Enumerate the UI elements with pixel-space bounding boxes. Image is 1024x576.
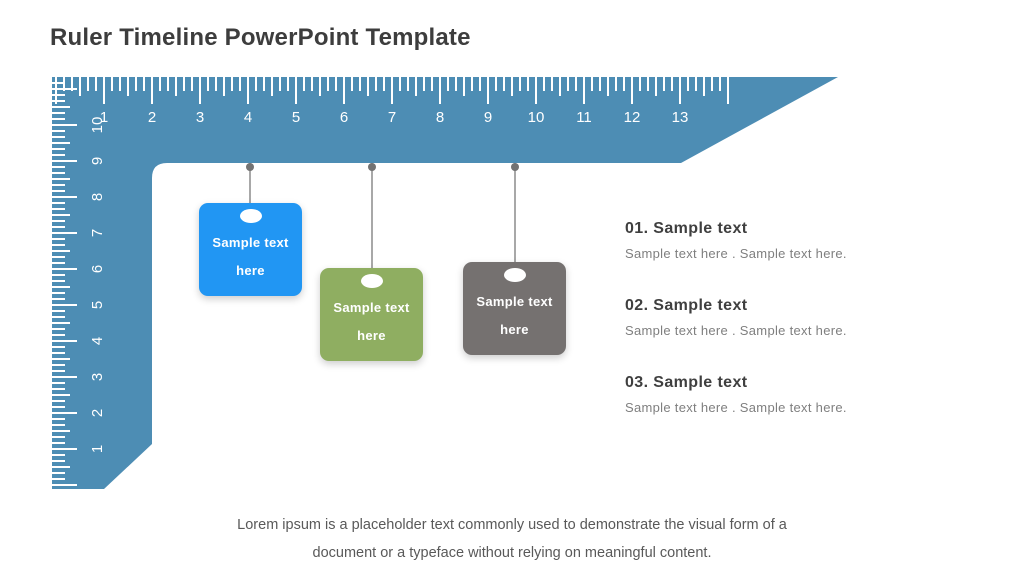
svg-text:12: 12	[624, 109, 641, 126]
timeline-item-3: 03. Sample text Sample text here . Sampl…	[625, 374, 847, 415]
item-description: Sample text here . Sample text here.	[625, 400, 847, 415]
tag-label: Sample text here	[463, 288, 566, 344]
svg-text:3: 3	[196, 109, 204, 126]
tag-label-line1: Sample text	[333, 300, 410, 315]
svg-text:8: 8	[436, 109, 444, 126]
svg-text:9: 9	[89, 157, 106, 165]
item-heading: 02. Sample text	[625, 297, 748, 314]
ruler-horizontal-ticks	[55, 77, 729, 104]
ruler-shape	[52, 77, 838, 489]
item-heading: 01. Sample text	[625, 220, 748, 237]
svg-text:4: 4	[89, 337, 106, 345]
timeline-item-2: 02. Sample text Sample text here . Sampl…	[625, 297, 847, 338]
svg-text:2: 2	[89, 409, 106, 417]
svg-text:7: 7	[388, 109, 396, 126]
svg-text:7: 7	[89, 229, 106, 237]
tag-hole-icon	[503, 268, 526, 282]
svg-text:10: 10	[89, 117, 106, 134]
tag-label-line2: here	[236, 263, 265, 278]
svg-text:1: 1	[89, 445, 106, 453]
tag-hole-icon	[360, 274, 383, 288]
page-title: Ruler Timeline PowerPoint Template	[50, 24, 471, 51]
svg-text:10: 10	[528, 109, 545, 126]
tag-label: Sample text here	[320, 294, 423, 350]
ruler-vertical-numbers: 10 9 8 7 6 5 4 3 2 1	[89, 117, 106, 454]
svg-text:11: 11	[576, 109, 592, 126]
svg-text:3: 3	[89, 373, 106, 381]
tag-label: Sample text here	[199, 229, 302, 285]
svg-text:1: 1	[100, 109, 108, 126]
footer-paragraph: Lorem ipsum is a placeholder text common…	[112, 511, 912, 567]
item-description: Sample text here . Sample text here.	[625, 323, 847, 338]
footer-line1: Lorem ipsum is a placeholder text common…	[237, 517, 787, 533]
ruler-vertical-ticks	[52, 82, 77, 486]
svg-text:9: 9	[484, 109, 492, 126]
item-description: Sample text here . Sample text here.	[625, 246, 847, 261]
svg-text:6: 6	[340, 109, 348, 126]
item-heading: 03. Sample text	[625, 374, 748, 391]
timeline-item-1: 01. Sample text Sample text here . Sampl…	[625, 220, 847, 261]
tag-label-line1: Sample text	[212, 235, 289, 250]
tag-strings	[246, 163, 519, 268]
timeline-tag-1: Sample text here	[199, 203, 302, 296]
svg-text:2: 2	[148, 109, 156, 126]
svg-text:5: 5	[89, 301, 106, 309]
tag-label-line2: here	[500, 322, 529, 337]
svg-text:6: 6	[89, 265, 106, 273]
tag-label-line1: Sample text	[476, 294, 553, 309]
timeline-tag-3: Sample text here	[463, 262, 566, 355]
svg-text:4: 4	[244, 109, 252, 126]
tag-label-line2: here	[357, 328, 386, 343]
svg-text:5: 5	[292, 109, 300, 126]
timeline-tag-2: Sample text here	[320, 268, 423, 361]
tag-hole-icon	[239, 209, 262, 223]
svg-text:13: 13	[672, 109, 689, 126]
footer-line2: document or a typeface without relying o…	[312, 545, 712, 561]
svg-text:8: 8	[89, 193, 106, 201]
